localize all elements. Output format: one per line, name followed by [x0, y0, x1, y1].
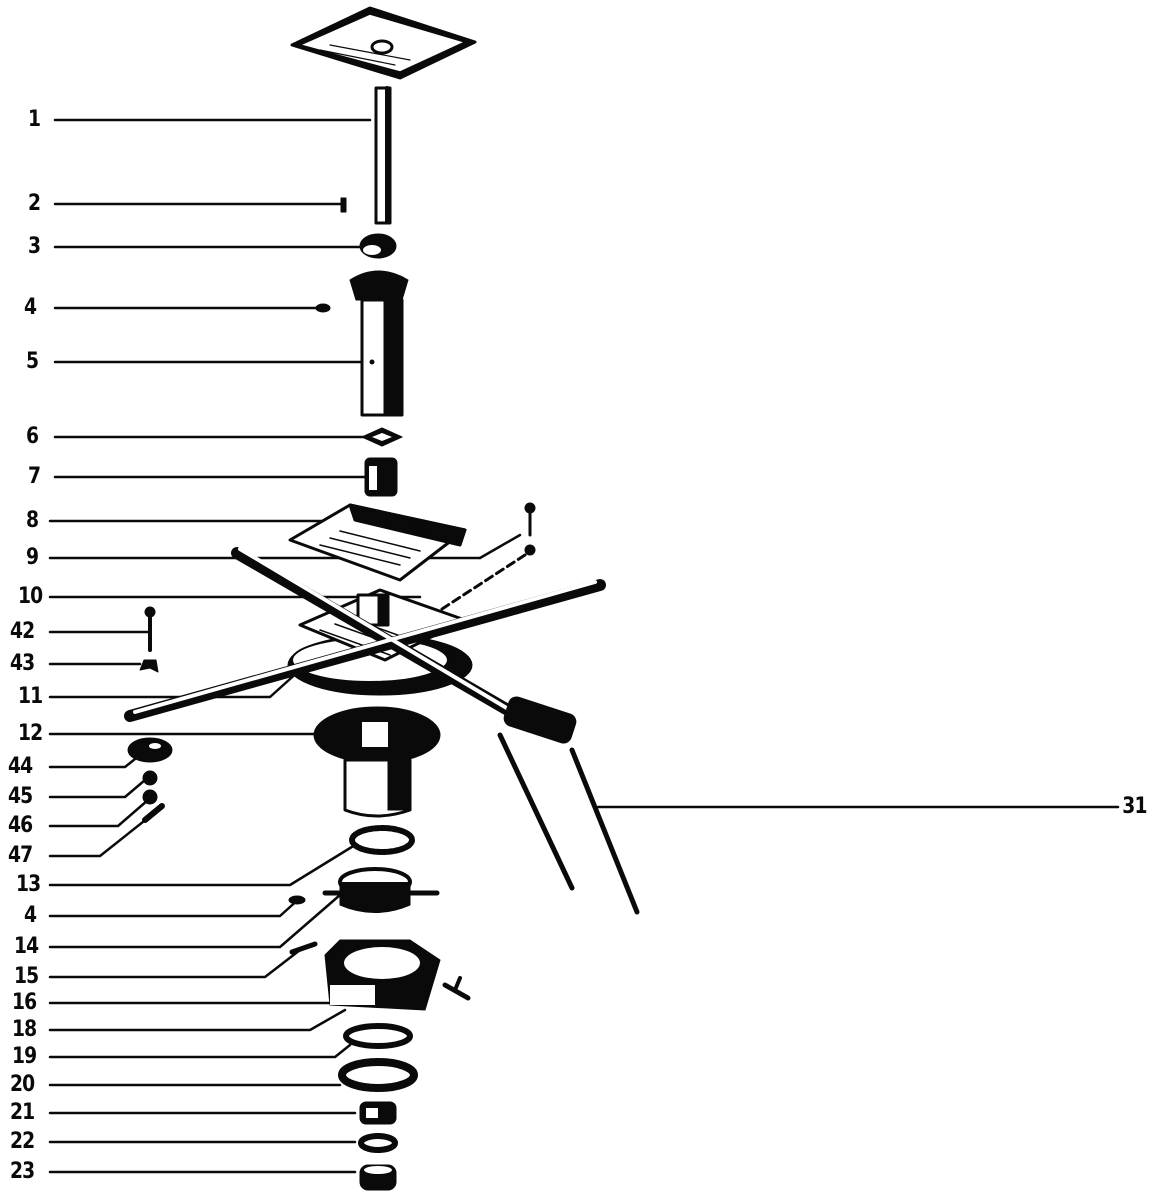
callout-label-16: 16	[12, 990, 37, 1015]
callout-label-1: 1	[28, 107, 41, 132]
callout-label-21: 21	[10, 1100, 35, 1125]
callout-label-5: 5	[26, 349, 39, 374]
part-9-bolt	[423, 502, 536, 622]
callout-label-31: 31	[1122, 794, 1147, 819]
callout-label-2: 2	[28, 191, 41, 216]
callout-label-6: 6	[26, 424, 39, 449]
callout-label-14: 14	[14, 934, 39, 959]
callout-label-3: 3	[28, 234, 41, 259]
callout-label-46: 46	[8, 813, 33, 838]
callout-label-45: 45	[8, 784, 33, 809]
callout-label-13: 13	[16, 872, 41, 897]
part-5-column	[349, 270, 409, 417]
part-1-plate-shaft	[290, 6, 477, 225]
callout-label-10: 10	[18, 584, 43, 609]
callout-label-18: 18	[12, 1017, 37, 1042]
part-4-pin	[315, 303, 331, 313]
callout-label-15: 15	[14, 964, 39, 989]
part-43-clip	[139, 659, 159, 673]
callout-label-7: 7	[28, 464, 41, 489]
callout-label-8: 8	[26, 508, 39, 533]
callout-label-23: 23	[10, 1159, 35, 1184]
callout-label-12: 12	[18, 721, 43, 746]
part-4-pin-2	[288, 895, 306, 905]
part-14-clamp-ring	[322, 867, 440, 913]
part-3-nut	[359, 233, 397, 259]
part-31-handle	[497, 696, 640, 915]
part-20-ring	[338, 1058, 418, 1092]
part-16-clamp	[324, 939, 471, 1011]
part-42-bolt	[144, 606, 156, 652]
part-21-bushing	[359, 1101, 397, 1125]
callout-label-9: 9	[26, 545, 39, 570]
part-15-screw	[289, 941, 318, 955]
part-23-bushing	[359, 1164, 397, 1191]
callout-label-44: 44	[8, 754, 33, 779]
callout-label-11: 11	[18, 684, 43, 709]
callout-label-43: 43	[10, 651, 35, 676]
part-12-gear-housing	[313, 706, 441, 818]
part-46-washer	[142, 789, 158, 805]
part-45-washer	[142, 770, 158, 786]
part-2-pin	[340, 197, 347, 213]
callout-label-20: 20	[10, 1072, 35, 1097]
callout-label-42: 42	[10, 619, 35, 644]
callout-label-4: 4	[24, 903, 37, 928]
part-44-nut	[127, 737, 173, 763]
part-47-screw	[142, 803, 165, 823]
callout-label-19: 19	[12, 1044, 37, 1069]
callout-label-47: 47	[8, 843, 33, 868]
part-8-bracket	[288, 503, 467, 582]
part-19-ring	[343, 1023, 413, 1049]
leader-lines	[48, 118, 1120, 1174]
part-13-lock-ring	[349, 825, 415, 855]
part-22-washer	[358, 1133, 398, 1153]
callout-label-22: 22	[10, 1129, 35, 1154]
callout-label-4: 4	[24, 295, 37, 320]
